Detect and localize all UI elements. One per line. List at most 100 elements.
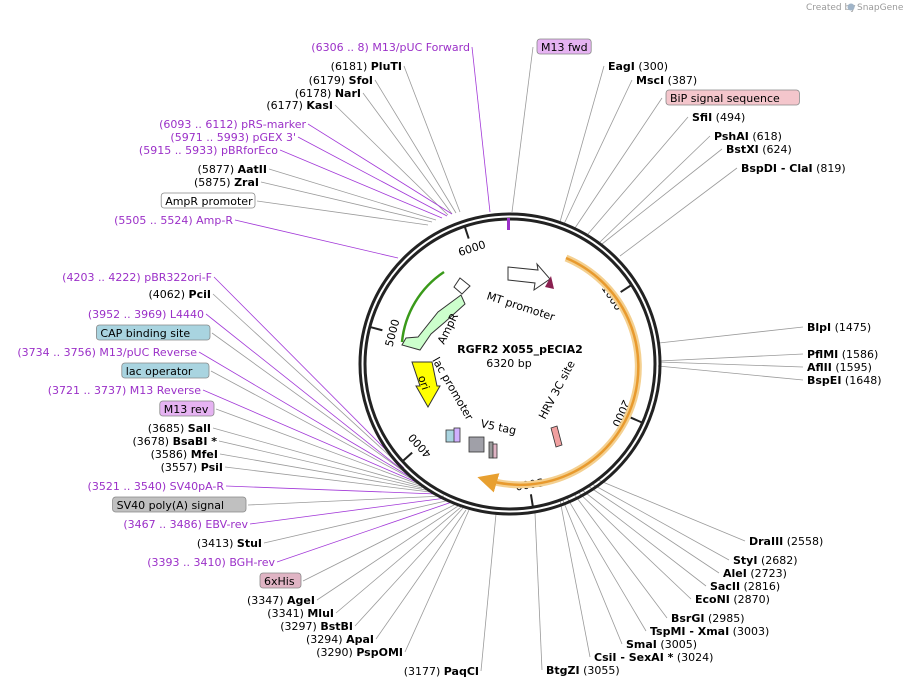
map-label-right-8[interactable]: BlpI (1475) [807,321,871,334]
map-label-right-20[interactable]: CsiI - SexAI * (3024) [594,651,713,664]
map-label-right-17[interactable]: BsrGI (2985) [671,612,745,625]
map-label-left-10[interactable]: AmpR promoter [160,192,256,209]
map-label-right-6[interactable]: BstXI (624) [726,143,792,156]
leader-line-ampr-promoter [256,200,429,226]
map-label-left-25[interactable]: SV40 poly(A) signal [112,496,247,513]
map-label-left-30[interactable]: (3347) AgeI [247,594,315,607]
map-label-left-3[interactable]: (6178) NarI [295,87,361,100]
map-label-left-11[interactable]: (5505 .. 5524) Amp-R [114,214,233,227]
map-label-right-14[interactable]: AleI (2723) [723,567,787,580]
ampr-feature-arrow[interactable] [401,294,466,351]
leader-line-pshai [599,135,711,243]
map-label-left-23[interactable]: (3557) PsiI [161,461,223,474]
map-label-left-22[interactable]: (3586) MfeI [151,448,218,461]
map-label-right-4[interactable]: SfiI (494) [692,111,745,124]
map-label-left-29[interactable]: 6xHis [259,572,302,589]
map-label-left-15[interactable]: CAP binding site [96,324,211,341]
map-label-left-2[interactable]: (6179) SfoI [309,74,373,87]
map-label-left-17[interactable]: lac operator [121,362,210,379]
map-label-left-1[interactable]: (6181) PluTI [331,60,402,73]
primer-label-amp-r: (5505 .. 5524) Amp-R [114,214,233,227]
leader-line-agei [316,505,459,601]
leader-line-lac-operator [210,370,415,481]
map-label-left-5[interactable]: (6093 .. 6112) pRS-marker [159,118,306,131]
leader-line-sfii [587,116,689,235]
map-label-left-34[interactable]: (3290) PspOMI [316,646,403,659]
map-label-left-28[interactable]: (3393 .. 3410) BGH-rev [147,556,275,569]
leader-line-m13-puc-forward [471,46,491,213]
map-label-left-14[interactable]: (3952 .. 3969) L4440 [88,308,204,321]
map-label-right-18[interactable]: TspMI - XmaI (3003) [650,625,769,638]
orange-feature-arc[interactable] [477,256,640,493]
map-label-left-9[interactable]: (5875) ZraI [194,176,259,189]
tick-mark-2 [630,416,643,424]
map-label-left-35[interactable]: (3177) PaqCI [404,665,479,678]
plasmid-length: 6320 bp [486,357,531,370]
leader-line-pbrforeco [279,149,443,219]
map-label-left-0[interactable]: (6306 .. 8) M13/pUC Forward [311,41,470,54]
map-label-left-20[interactable]: (3685) SalI [148,422,211,435]
map-label-right-1[interactable]: EagI (300) [608,60,668,73]
map-label-left-4[interactable]: (6177) KasI [266,99,333,112]
map-label-left-18[interactable]: (3721 .. 3737) M13 Reverse [48,384,201,397]
map-label-left-13[interactable]: (4062) PciI [148,288,211,301]
map-label-left-12[interactable]: (4203 .. 4222) pBR322ori-F [62,271,212,284]
feature-box-label: CAP binding site [100,327,190,340]
enzyme-label-csii-sexai: CsiI - SexAI * (3024) [594,651,713,664]
map-label-left-26[interactable]: (3467 .. 3486) EBV-rev [123,518,248,531]
leader-line-pflmi [658,353,804,362]
enzyme-label-mfei: (3586) MfeI [151,448,218,461]
mt-promoter-arrow[interactable] [507,262,551,292]
map-label-right-16[interactable]: EcoNI (2870) [695,593,770,606]
map-label-right-13[interactable]: StyI (2682) [733,554,798,567]
map-label-right-15[interactable]: SacII (2816) [710,580,780,593]
map-label-left-6[interactable]: (5971 .. 5993) pGEX 3' [170,131,296,144]
map-label-left-8[interactable]: (5877) AatII [198,163,267,176]
map-label-right-19[interactable]: SmaI (3005) [626,638,697,651]
map-label-left-31[interactable]: (3341) MluI [267,607,334,620]
leader-line-bspdi-clai [619,167,738,257]
leader-line-csii-sexai [559,499,591,658]
primer-label-sv40pa-r: (3521 .. 3540) SV40pA-R [88,480,225,493]
feature-box-6xhis [259,572,302,589]
map-label-right-10[interactable]: AflII (1595) [807,361,872,374]
enzyme-label-pcii: (4062) PciI [148,288,211,301]
tick-mark-6 [464,226,470,239]
primer-label-pbrforeco: (5915 .. 5933) pBRforEco [139,144,278,157]
map-label-right-3[interactable]: BiP signal sequence [665,89,800,106]
map-label-right-5[interactable]: PshAI (618) [714,130,782,143]
credit-prefix: Created by [806,3,856,13]
map-label-right-11[interactable]: BspEI (1648) [807,374,882,387]
map-label-left-24[interactable]: (3521 .. 3540) SV40pA-R [88,480,225,493]
backbone-outer-ring [358,212,662,516]
map-label-right-0[interactable]: M13 fwd [536,38,592,55]
map-label-left-33[interactable]: (3294) ApaI [306,633,374,646]
map-label-left-32[interactable]: (3297) BstBI [280,620,353,633]
leader-line-blpi [658,326,804,344]
enzyme-label-pluti: (6181) PluTI [331,60,402,73]
map-label-left-21[interactable]: (3678) BsaBI * [133,435,218,448]
map-label-left-27[interactable]: (3413) StuI [197,537,262,550]
ori-feature-arrow[interactable] [411,361,441,409]
enzyme-label-bsrgi: BsrGI (2985) [671,612,745,625]
label-leader-lines [198,46,804,672]
map-label-left-19[interactable]: M13 rev [159,400,215,417]
map-label-right-21[interactable]: BtgZI (3055) [546,664,620,677]
map-label-left-16[interactable]: (3734 .. 3756) M13/pUC Reverse [17,346,197,359]
map-label-right-2[interactable]: MscI (387) [636,74,697,87]
leader-line-smai [561,497,623,645]
map-label-right-9[interactable]: PflMI (1586) [807,348,878,361]
enzyme-label-eagi: EagI (300) [608,60,668,73]
map-label-right-7[interactable]: BspDI - ClaI (819) [741,162,846,175]
map-label-left-7[interactable]: (5915 .. 5933) pBRforEco [139,144,278,157]
map-label-right-12[interactable]: DraIII (2558) [749,535,823,548]
leader-line-paqci [480,513,497,672]
enzyme-label-nari: (6178) NarI [295,87,361,100]
6xhis-box [492,443,498,459]
feature-box-bip-signal-sequence [665,89,800,106]
enzyme-label-styi: StyI (2682) [733,554,798,567]
enzyme-label-paqci: (3177) PaqCI [404,665,479,678]
leader-line-msci [563,79,633,225]
feature-box-label: SV40 poly(A) signal [117,499,224,512]
